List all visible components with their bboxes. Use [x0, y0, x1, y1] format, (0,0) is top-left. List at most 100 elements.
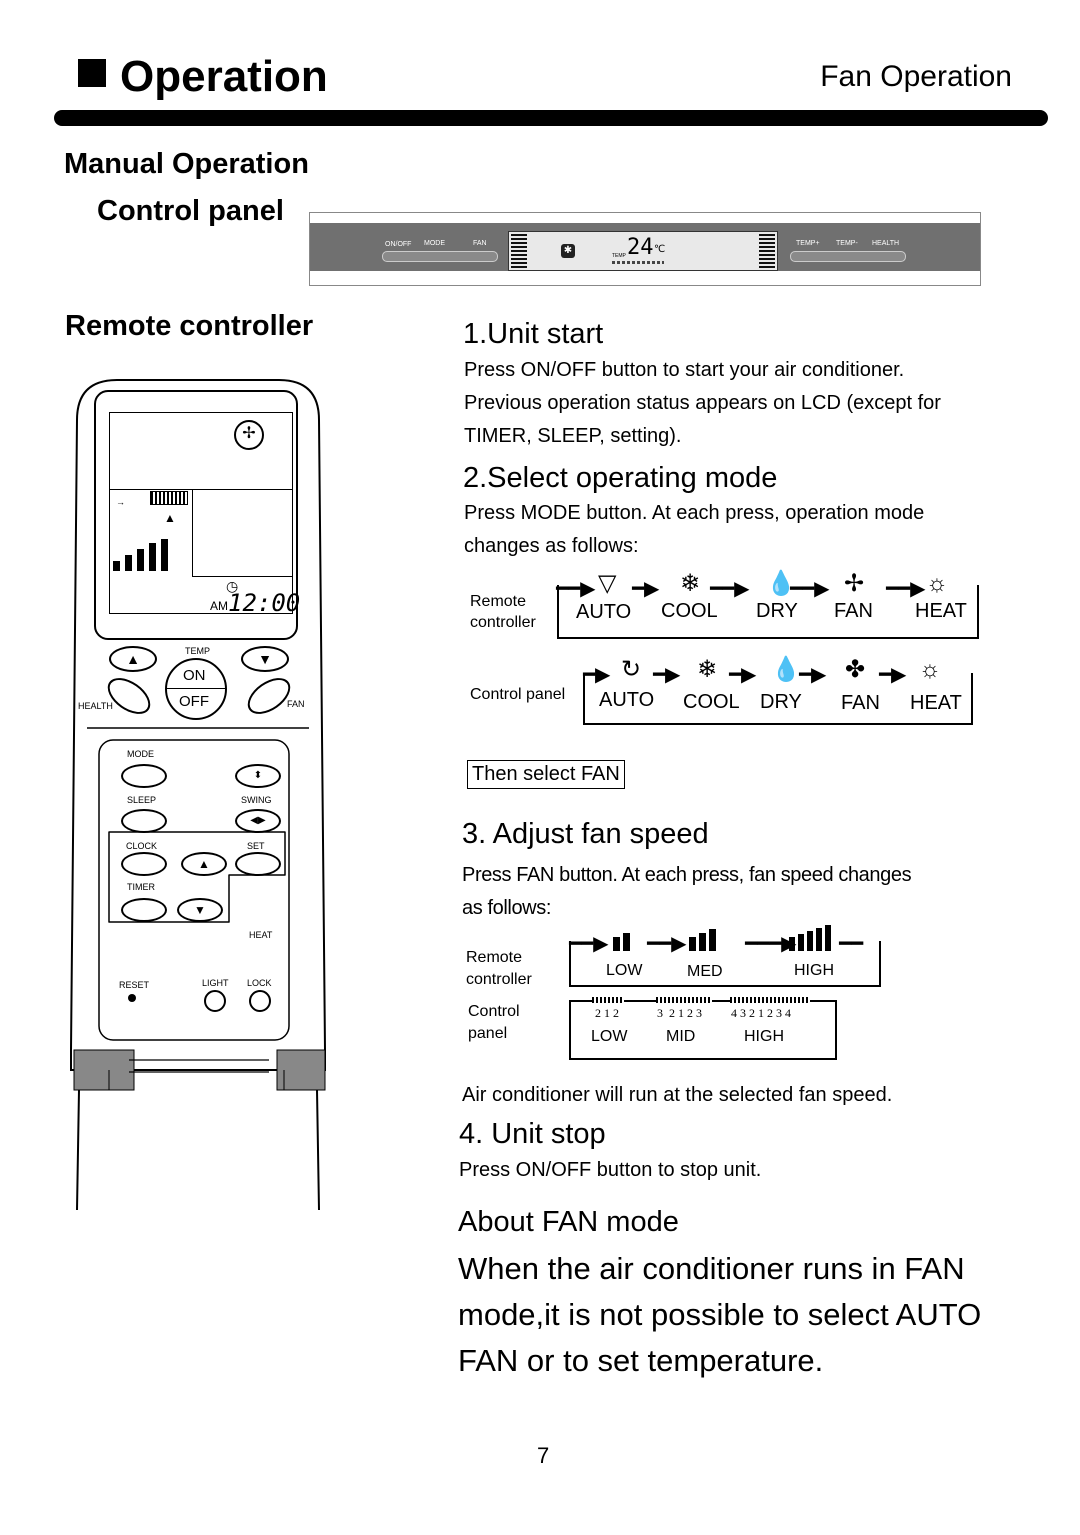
panel-display-temp: 24 — [627, 235, 654, 260]
remote-lcd-right-pane — [192, 489, 292, 577]
step3-panel-label: Control panel — [468, 1003, 520, 1042]
remote-mode-cool: COOL — [661, 600, 718, 622]
then-select-fan-box: Then select FAN — [467, 760, 625, 789]
step1-title: 1.Unit start — [463, 318, 604, 350]
sleep-label: SLEEP — [127, 795, 157, 805]
about-fan-title: About FAN mode — [458, 1206, 679, 1238]
panel-mode-cool: COOL — [683, 691, 740, 713]
clock-up-button[interactable]: ▲ — [181, 852, 227, 876]
temp-up-button[interactable]: ▲ — [109, 646, 157, 672]
panel-mode-fan: FAN — [841, 692, 880, 714]
remote-speed-sequence — [569, 941, 881, 987]
swing-flap-icon — [150, 491, 188, 505]
remote-lcd-arrow-icon: → — [116, 497, 125, 507]
fan-speed-bars-icon — [113, 539, 173, 571]
remote-mode-auto: AUTO — [576, 601, 632, 623]
step2-panel-label: Control panel — [470, 686, 566, 703]
panel-speed-high-bars — [730, 997, 810, 1003]
clock-label: CLOCK — [126, 841, 158, 851]
on-label: ON — [183, 667, 206, 684]
clock-button[interactable] — [121, 852, 167, 876]
panel-mode-auto: AUTO — [599, 689, 655, 711]
swing-up-down-button[interactable]: ⬍ — [235, 764, 281, 788]
mode-button[interactable] — [121, 764, 167, 788]
panel-right-buttons[interactable] — [790, 251, 906, 262]
sleep-button[interactable] — [121, 809, 167, 833]
cool-mode-icon: ❄ — [680, 570, 701, 597]
temp-down-button[interactable]: ▼ — [241, 646, 289, 672]
step3-remote-label: Remote controller — [466, 949, 532, 988]
panel-mode-heat: HEAT — [910, 692, 962, 714]
panel-label-health: HEALTH — [872, 240, 900, 247]
remote-speed-icons: ━━▶ ━━▶ ━━━▶ ━━ — [569, 925, 879, 955]
control-panel-heading: Control panel — [97, 195, 284, 227]
panel-speed-low-bars — [592, 997, 624, 1003]
panel-heat-icon: ☼ — [919, 656, 941, 683]
panel-label-temp-plus: TEMP+ — [796, 240, 820, 247]
panel-label-fan: FAN — [473, 240, 487, 247]
step3-note: Air conditioner will run at the selected… — [462, 1084, 893, 1106]
step2-remote-label: Remote controller — [470, 593, 536, 631]
page-subtitle: Fan Operation — [820, 60, 1012, 93]
panel-speed-mid: MID — [666, 1028, 696, 1045]
step4-title: 4. Unit stop — [459, 1118, 606, 1150]
light-button[interactable] — [204, 990, 226, 1012]
panel-speed-mid-digits: 3 2 1 2 3 — [657, 1006, 702, 1020]
health-label: HEALTH — [78, 701, 113, 711]
fan-mode-icon-sequence: ✢ — [844, 570, 865, 597]
remote-mode-fan: FAN — [834, 600, 873, 622]
remote-speed-low: LOW — [606, 962, 643, 979]
remote-temp-label: TEMP — [185, 646, 211, 656]
panel-speed-mid-bars — [656, 997, 712, 1003]
auto-mode-icon: ▽ — [598, 570, 617, 597]
heat-mode-icon: ☼ — [926, 570, 948, 597]
panel-display-right-bars — [759, 234, 775, 268]
panel-dry-icon: 💧 — [771, 656, 801, 683]
panel-display-left-bars — [511, 234, 527, 268]
remote-lcd-left-pane — [110, 489, 193, 576]
swing-indicator-icon: ▲ — [164, 511, 176, 525]
set-button[interactable] — [235, 852, 281, 876]
on-off-button[interactable]: ON OFF — [165, 658, 227, 720]
panel-mode-sequence — [583, 673, 973, 725]
panel-speed-low-digits: 2 1 2 — [595, 1006, 619, 1020]
timer-label: TIMER — [127, 882, 155, 892]
control-panel-illustration: ON/OFF MODE FAN TEMP+ TEMP- HEALTH ✱ TEM… — [309, 212, 981, 286]
step1-text: Press ON/OFF button to start your air co… — [464, 359, 941, 447]
lock-label: LOCK — [247, 978, 272, 988]
panel-cool-icon: ❄ — [697, 656, 718, 683]
dry-mode-icon: 💧 — [766, 570, 796, 597]
panel-display-speed-bar — [612, 261, 664, 264]
panel-mode-icons: ━▶ ↻ ━▶ ❄ ━▶ 💧 ━▶ ✤ ━▶ ☼ — [583, 656, 941, 687]
square-bullet-icon — [78, 59, 106, 87]
panel-display-unit: ℃ — [654, 244, 666, 255]
remote-controller-illustration: ✢ → ▲ ◷ AM 12:00 TEMP ▲ ▼ ON OFF HEALTH … — [69, 360, 327, 1220]
reset-label: RESET — [119, 980, 150, 990]
timer-button[interactable] — [121, 898, 167, 922]
step4-text: Press ON/OFF button to stop unit. — [459, 1159, 762, 1181]
panel-left-buttons[interactable] — [382, 251, 498, 262]
clock-down-button[interactable]: ▼ — [177, 898, 223, 922]
reset-button[interactable] — [128, 994, 136, 1002]
panel-speed-low: LOW — [591, 1028, 628, 1045]
swing-label: SWING — [241, 795, 272, 805]
panel-speed-high: HIGH — [744, 1028, 784, 1045]
page-title: Operation — [78, 52, 328, 102]
page-number: 7 — [537, 1443, 550, 1468]
fan-label: FAN — [287, 699, 305, 709]
swing-left-right-button[interactable]: ◀▶ — [235, 809, 281, 833]
fan-mode-icon: ✢ — [234, 420, 264, 450]
panel-display: ✱ TEMP 24 ℃ — [508, 231, 778, 271]
panel-label-temp-minus: TEMP- — [836, 240, 858, 247]
light-label: LIGHT — [202, 978, 229, 988]
lock-button[interactable] — [249, 990, 271, 1012]
step2-text: Press MODE button. At each press, operat… — [464, 502, 925, 557]
panel-speed-high-digits: 4 3 2 1 2 3 4 — [731, 1006, 791, 1020]
panel-auto-icon: ↻ — [621, 656, 642, 683]
heat-label: HEAT — [249, 930, 273, 940]
remote-mode-dry: DRY — [756, 600, 798, 622]
remote-speed-high: HIGH — [794, 962, 834, 979]
remote-am: AM — [210, 599, 228, 613]
fan-display-icon: ✱ — [561, 244, 575, 258]
header-rule — [54, 110, 1048, 126]
